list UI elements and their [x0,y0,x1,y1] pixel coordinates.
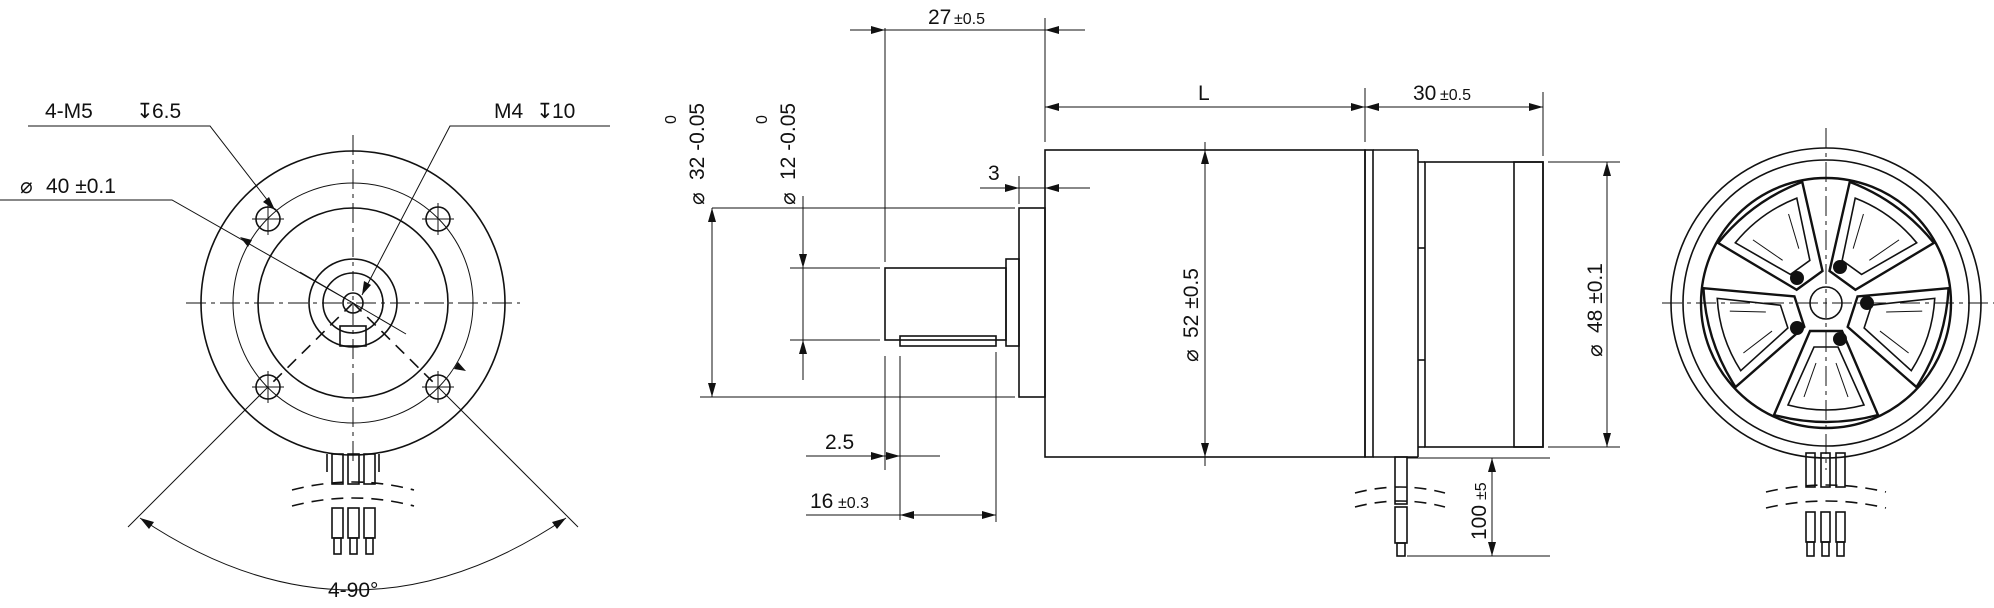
lead-length-tol: ±5 [1473,482,1490,500]
rotor-spoke [1702,286,1806,389]
angle-extension-left [127,386,269,528]
rear-lead-wires [1765,452,1887,557]
rotor-spoke [1828,180,1936,292]
shaft-key [339,325,367,347]
side-lead-wire [1394,456,1408,505]
rotor-spoke [1846,286,1950,389]
body-rear-cap [1364,149,1374,458]
diameter-symbol: ⌀ [20,175,33,198]
key-offset-label: 2.5 [825,431,854,454]
shaft-thread-label: M4 [494,100,523,123]
rear-outer-circle [1670,147,1982,459]
shaft-protrusion-tol: ±0.5 [954,11,985,28]
body-diameter-label: 52 ±0.5 [1180,268,1203,338]
depth-symbol: ↧ [136,100,154,123]
bolt-circle [232,182,474,424]
encoder-diameter-symbol: ⌀ [1584,344,1607,357]
front-view: 4-M5 ↧ 6.5 M4 ↧ 10 ⌀ 40 ±0.1 4-90° [0,100,610,602]
shaft-protrusion-label: 27 [928,6,951,29]
flange-outer-circle [200,150,506,456]
shaft-diameter-label: 12 -0.05 [777,103,800,180]
front-lead-wires [291,453,415,555]
body-diameter-symbol: ⌀ [1180,349,1203,362]
pilot-diameter-label: 32 -0.05 [686,103,709,180]
rotor-spoke [1716,180,1824,292]
key-length-tol: ±0.3 [838,495,869,512]
rotor-small-holes [1790,260,1874,346]
mounting-holes-label: 4-M5 [45,100,93,123]
shaft-key-side [899,335,997,347]
shaft-outer-circle [308,258,398,348]
encoder-housing [1424,161,1544,448]
rotor-spokes [1702,180,1950,424]
key-length-label: 16 [810,490,833,513]
rotor-center-hole [1809,286,1843,320]
shaft-thread-depth-label: 10 [552,100,575,123]
angle-extension-right [437,386,579,528]
depth-symbol-2: ↧ [536,100,554,123]
angle-arc [139,517,567,591]
shaft-circle [322,272,384,334]
shaft-diameter-upper: 0 [754,115,771,124]
shaft-diameter-symbol: ⌀ [777,192,800,205]
rear-body-circle [1682,159,1970,447]
angle-label: 4-90° [328,579,378,602]
rear-view [1662,128,1994,557]
mounting-hole-leader [28,125,276,211]
encoder-length-tol: ±0.5 [1440,87,1471,104]
pilot-diameter-symbol: ⌀ [686,192,709,205]
encoder-diameter-label: 48 ±0.1 [1584,263,1607,333]
rotor-outer-ring [1699,176,1953,430]
shaft-thread-leader [361,125,610,296]
lead-length-label: 100 [1468,505,1491,540]
encoder-end-cap [1513,161,1544,448]
pilot-boss [1018,207,1046,398]
length-label: L [1198,82,1210,105]
bolt-circle-label: 40 ±0.1 [46,175,116,198]
encoder-length-label: 30 [1413,82,1436,105]
output-shaft [884,267,1007,341]
rotor-spoke [1772,329,1880,424]
pilot-circle [257,207,449,399]
side-view: 27 ±0.5 L 30 ±0.5 3 ⌀ 32 -0.05 0 [663,6,1620,557]
shaft-collar [1005,258,1020,347]
center-thread-hole [342,292,364,314]
step-label: 3 [988,162,1000,185]
pilot-diameter-upper: 0 [663,115,680,124]
bolt-circle-leader [0,199,354,304]
mounting-depth-label: 6.5 [152,100,181,123]
